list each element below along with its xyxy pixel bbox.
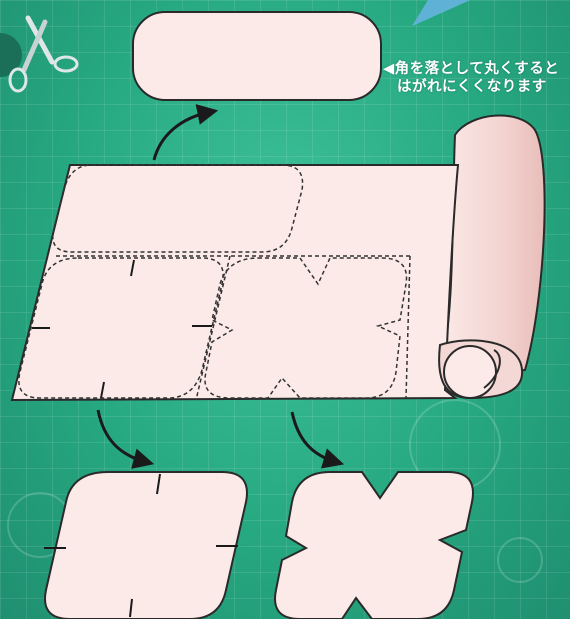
arrow-to-notched-shape — [292, 412, 336, 462]
sheet-roll — [12, 115, 545, 400]
arrow-to-rounded-rect — [154, 112, 210, 160]
scissors-icon — [0, 18, 77, 91]
rounded-rectangle-result — [133, 12, 381, 100]
notched-square-result — [275, 472, 473, 619]
caption-line-2: はがれにくくなります — [383, 78, 570, 96]
caption-line-1: ◀角を落として丸くすると — [383, 60, 570, 78]
pencil-icon — [412, 0, 470, 26]
caption: ◀角を落として丸くすると はがれにくくなります — [383, 60, 570, 96]
slit-square-result — [44, 472, 247, 619]
arrow-to-slit-shape — [98, 410, 146, 462]
